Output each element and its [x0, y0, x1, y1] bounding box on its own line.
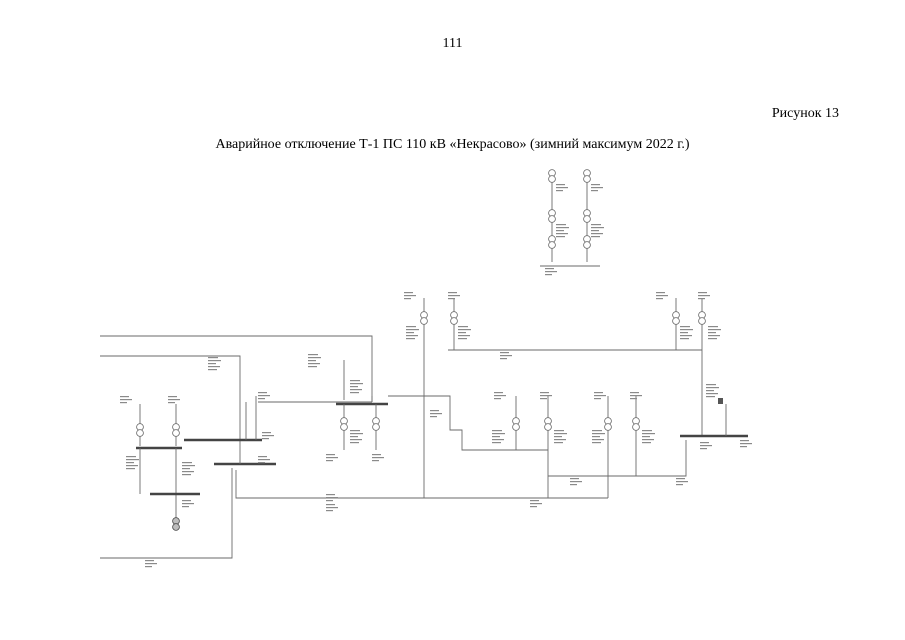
- transformer-icon: [544, 417, 552, 431]
- figure-label: Рисунок 13: [771, 106, 839, 121]
- transformer-icon: [450, 311, 458, 325]
- left-substation: [120, 396, 200, 531]
- transformer-icon: [136, 423, 144, 437]
- page-number: 111: [442, 36, 463, 51]
- transformer-icon: [583, 209, 591, 223]
- transformer-icon: [512, 417, 520, 431]
- right-bus: [680, 404, 752, 450]
- transformer-icon: [172, 517, 180, 531]
- upper-right-substation: [656, 292, 723, 436]
- transformer-icon: [698, 311, 706, 325]
- transformer-icon: [340, 417, 348, 431]
- transformer-icon: [583, 235, 591, 249]
- transformer-icon: [548, 209, 556, 223]
- transformer-icon: [583, 169, 591, 183]
- transformer-icon: [420, 311, 428, 325]
- central-left-bus: [184, 392, 548, 512]
- central-substation: [308, 354, 548, 462]
- left-feeders: [100, 335, 373, 568]
- upper-middle-substation: [404, 292, 702, 498]
- transformer-icon: [372, 417, 380, 431]
- transformer-icon: [672, 311, 680, 325]
- top-substation-group: [540, 169, 604, 276]
- transformer-icon: [548, 169, 556, 183]
- transformer-icon: [172, 423, 180, 437]
- transformer-icon: [548, 235, 556, 249]
- middle-right-substations: [492, 392, 688, 508]
- transformer-icon: [604, 417, 612, 431]
- figure-title: Аварийное отключение Т-1 ПС 110 кВ «Некр…: [215, 137, 690, 152]
- transformer-icon: [632, 417, 640, 431]
